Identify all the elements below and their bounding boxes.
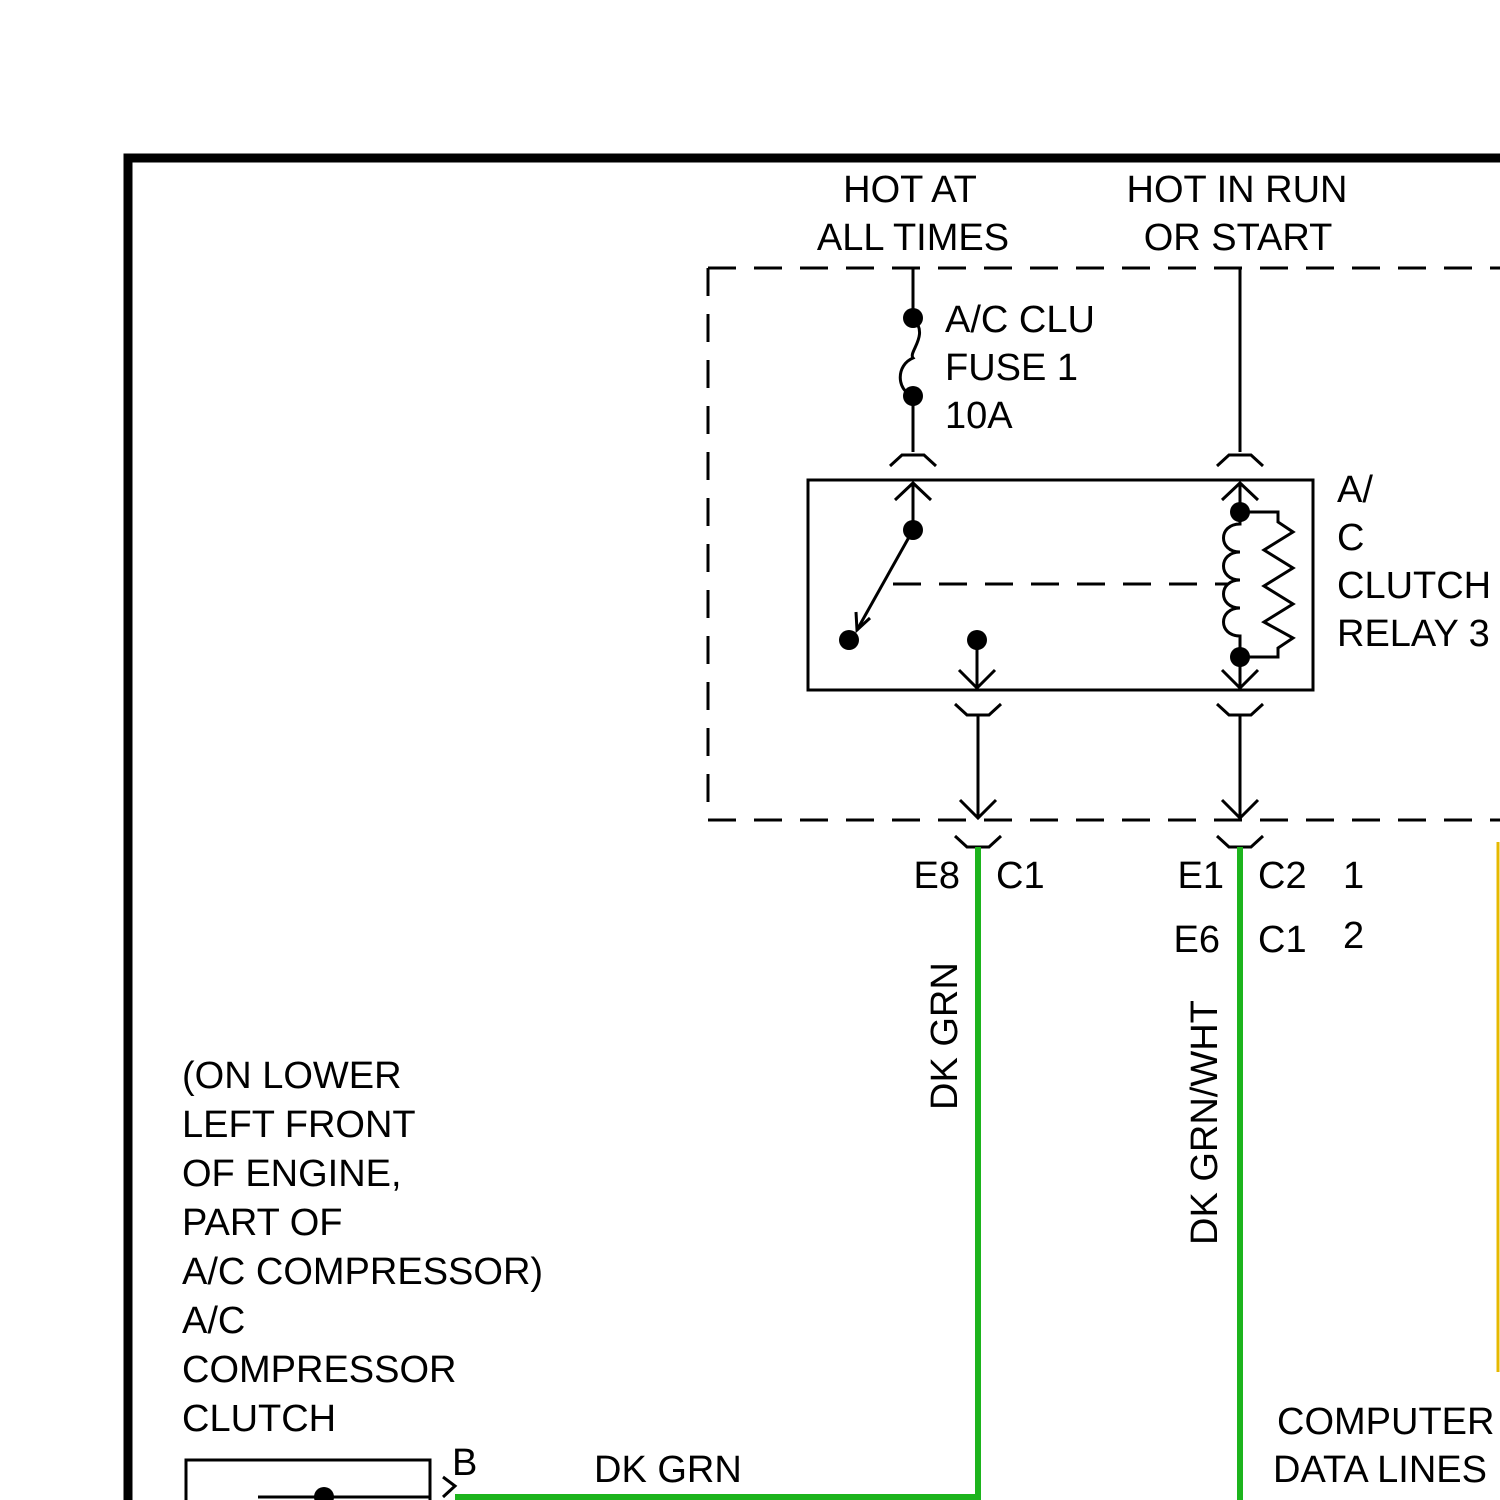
connector-terminal-e8 xyxy=(955,836,1001,847)
computer-data-lines-line-2: DATA LINES xyxy=(1273,1449,1487,1491)
wire-label-dk-grn-wht: DK GRN/WHT xyxy=(1184,1000,1226,1245)
relay-terminal-run-side xyxy=(1217,455,1263,466)
compressor-location-line-1: (ON LOWER xyxy=(182,1055,402,1097)
diagram-frame xyxy=(128,158,1500,1500)
connector-number-2: 2 xyxy=(1343,915,1364,957)
compressor-location-line-4: PART OF xyxy=(182,1202,342,1244)
connector-c1-right: C1 xyxy=(1258,919,1307,961)
relay-output-terminal-left xyxy=(955,704,1001,715)
relay-terminal-fuse-side xyxy=(890,455,936,466)
compressor-clutch-component xyxy=(186,1460,455,1500)
compressor-location-line-2: LEFT FRONT xyxy=(182,1104,416,1146)
coil-resistor xyxy=(1240,512,1293,657)
compressor-location-line-3: OF ENGINE, xyxy=(182,1153,402,1195)
fuse-label-line-3: 10A xyxy=(945,395,1013,437)
connector-pin-e8: E8 xyxy=(914,855,960,897)
fuse-label-line-2: FUSE 1 xyxy=(945,347,1078,389)
relay-label-line-4: RELAY 3 xyxy=(1337,613,1490,655)
relay-switch xyxy=(839,483,1228,688)
hot-at-all-times-line-1: HOT AT xyxy=(843,169,977,211)
fuse-label-line-1: A/C CLU xyxy=(945,299,1095,341)
compressor-name-line-1: A/C xyxy=(182,1300,245,1342)
relay-label-line-3: CLUTCH xyxy=(1337,565,1491,607)
hot-at-all-times-line-2: ALL TIMES xyxy=(817,217,1009,259)
dk-grn-wire xyxy=(455,847,978,1497)
relay-label-line-2: C xyxy=(1337,517,1364,559)
wire-label-dk-grn-horizontal: DK GRN xyxy=(594,1449,742,1491)
computer-data-lines-line-1: COMPUTER xyxy=(1277,1401,1494,1443)
connector-terminal-e1 xyxy=(1217,836,1263,847)
terminal-b-label: B xyxy=(452,1442,477,1484)
connector-pin-e6: E6 xyxy=(1174,919,1220,961)
compressor-name-line-3: CLUTCH xyxy=(182,1398,336,1440)
fuse-block-outline xyxy=(708,268,1500,820)
relay-coil xyxy=(1222,483,1293,688)
compressor-name-line-2: COMPRESSOR xyxy=(182,1349,456,1391)
wire-label-dk-grn-vertical: DK GRN xyxy=(924,962,966,1110)
hot-in-run-line-2: OR START xyxy=(1144,217,1333,259)
relay-output-terminal-right xyxy=(1217,704,1263,715)
relay-label-line-1: A/ xyxy=(1337,469,1373,511)
connector-c1-left: C1 xyxy=(996,855,1045,897)
hot-in-run-line-1: HOT IN RUN xyxy=(1127,169,1348,211)
connector-number-1: 1 xyxy=(1343,855,1364,897)
connector-pin-e1: E1 xyxy=(1178,855,1224,897)
connector-c2: C2 xyxy=(1258,855,1307,897)
compressor-location-line-5: A/C COMPRESSOR) xyxy=(182,1251,543,1293)
fuse-symbol xyxy=(900,268,923,452)
